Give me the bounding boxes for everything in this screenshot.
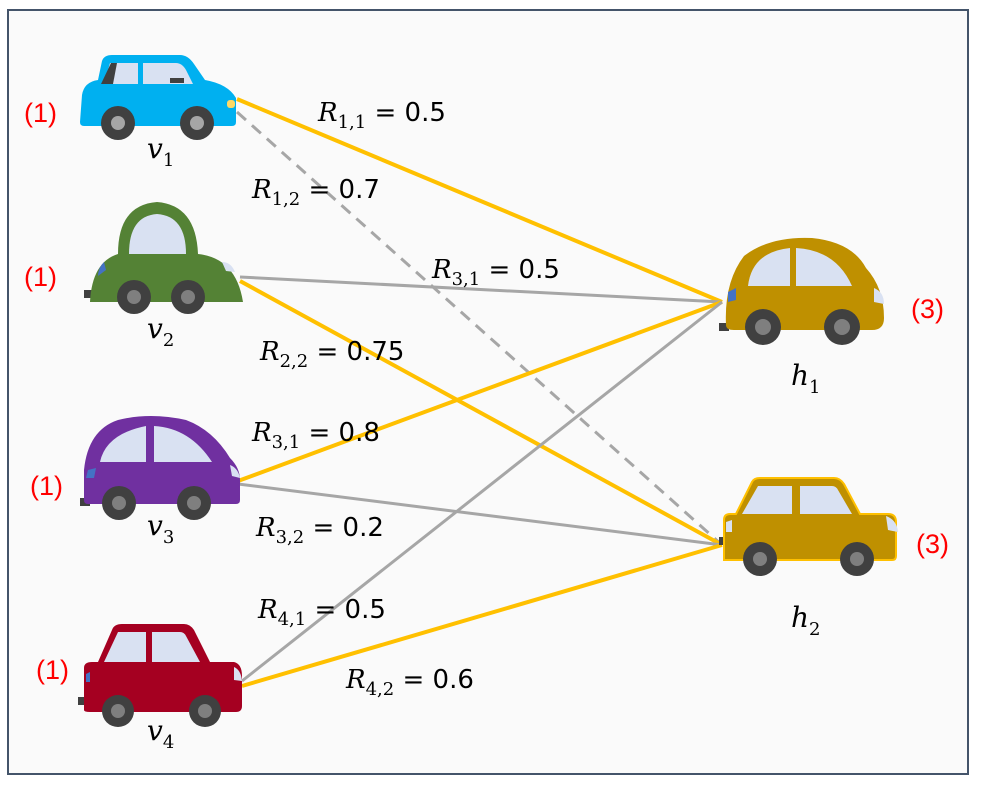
edge-label-r32: R3,2 = 0.2 — [255, 513, 384, 548]
edge-v2-h1 — [239, 275, 723, 304]
edge-label-r41: R4,1 = 0.5 — [257, 595, 386, 630]
v2-caption: v2 — [147, 312, 174, 351]
edge-v1-h2 — [236, 110, 723, 547]
edge-label-r31-top: R3,1 = 0.5 — [431, 255, 560, 290]
yellow-sedan-icon — [719, 477, 898, 576]
vehicle-v3 — [80, 416, 240, 520]
edge-v4-h2 — [241, 543, 723, 688]
v3-caption: v3 — [147, 509, 174, 548]
v4-caption: v4 — [147, 714, 174, 753]
edge-v1-h1 — [236, 97, 723, 304]
v4-capacity: (1) — [36, 655, 69, 685]
hub-h2 — [719, 477, 898, 576]
green-beetle-icon — [84, 202, 243, 314]
edge-label-r42: R4,2 = 0.6 — [345, 665, 474, 700]
edge-v4-h1 — [241, 300, 723, 683]
v2-capacity: (1) — [24, 262, 57, 292]
edge-label-r11: R1,1 = 0.5 — [317, 98, 446, 133]
v3-capacity: (1) — [30, 471, 63, 501]
edge-v2-h2 — [239, 279, 723, 547]
blue-car-icon — [80, 55, 236, 140]
edges — [236, 97, 723, 688]
h1-caption: h1 — [791, 359, 821, 398]
edge-label-r31: R3,1 = 0.8 — [251, 418, 380, 453]
edge-v3-h1 — [237, 300, 723, 483]
v1-capacity: (1) — [24, 98, 57, 128]
edge-label-r12: R1,2 = 0.7 — [251, 175, 380, 210]
hub-h1 — [719, 237, 884, 345]
h2-caption: h2 — [791, 601, 821, 640]
h2-capacity: (3) — [916, 529, 949, 559]
v1-caption: v1 — [147, 132, 174, 171]
edge-labels: R1,1 = 0.5 R1,2 = 0.7 R3,1 = 0.5 R2,2 = … — [251, 98, 560, 700]
vehicle-v4 — [78, 624, 242, 727]
edge-label-r22: R2,2 = 0.75 — [259, 337, 404, 372]
yellow-beetle-icon — [719, 237, 884, 345]
edge-v3-h2 — [237, 482, 723, 547]
vehicle-v2 — [84, 202, 243, 314]
purple-car-icon — [80, 416, 240, 520]
red-car-icon — [78, 624, 242, 727]
vehicle-v1 — [80, 55, 236, 140]
h1-capacity: (3) — [911, 294, 944, 324]
